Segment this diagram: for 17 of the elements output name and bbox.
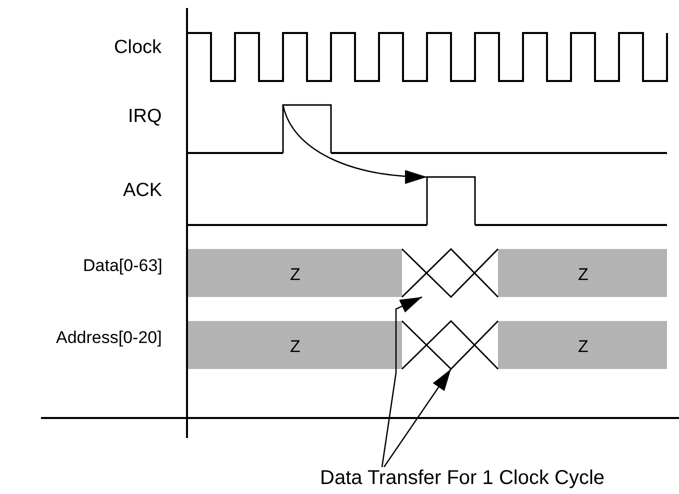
signal-pulse bbox=[427, 177, 475, 225]
signal-name: Data[0-63] bbox=[83, 257, 162, 274]
arrow bbox=[381, 296, 422, 468]
arrow bbox=[383, 368, 452, 468]
bus-transition bbox=[402, 249, 498, 297]
signal-name: Address[0-20] bbox=[56, 329, 162, 346]
signal-pulse bbox=[283, 105, 331, 153]
signal-name: ACK bbox=[123, 181, 162, 200]
bus-state: Z bbox=[578, 338, 588, 355]
signal-name: IRQ bbox=[128, 107, 162, 126]
arrow bbox=[282, 104, 428, 184]
bus-state: Z bbox=[290, 266, 300, 283]
bus-state: Z bbox=[578, 266, 588, 283]
bus-transition bbox=[402, 321, 498, 369]
bus-state: Z bbox=[290, 338, 300, 355]
annotation-text: Data Transfer For 1 Clock Cycle bbox=[320, 468, 605, 488]
signal-name: Clock bbox=[114, 38, 162, 57]
